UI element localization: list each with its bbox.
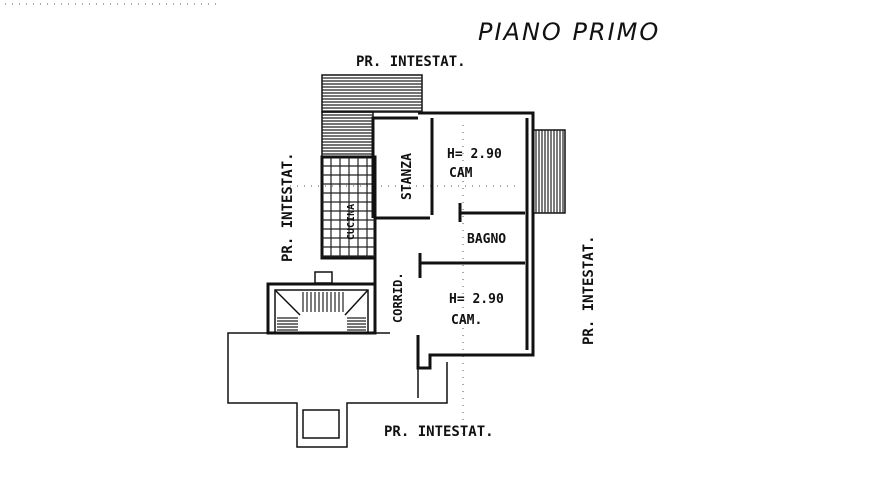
boundary-label-left: PR. INTESTAT.	[280, 152, 296, 262]
boundary-label-top: PR. INTESTAT.	[356, 54, 466, 70]
room-label-stanza: STANZA	[400, 153, 415, 200]
top-stair	[321, 74, 423, 113]
room-label-bagno: BAGNO	[467, 232, 506, 247]
cucina-grid	[320, 155, 377, 260]
plan-title: PIANO PRIMO	[478, 18, 660, 46]
terrace	[227, 332, 448, 448]
bottom-stair	[266, 282, 377, 335]
room-label-cucina: CUCINA	[346, 204, 357, 240]
room-label-cam-top: CAM	[449, 166, 473, 181]
room-label-cam-top-height: H= 2.90	[447, 147, 502, 162]
right-balcony	[532, 129, 566, 214]
stair-connector	[314, 271, 333, 284]
room-label-cam-bottom: CAM.	[451, 313, 482, 328]
boundary-label-bottom: PR. INTESTAT.	[384, 424, 494, 440]
boundary-label-right: PR. INTESTAT.	[581, 235, 597, 345]
room-label-cam-bottom-height: H= 2.90	[449, 292, 504, 307]
room-label-corridoio: CORRID.	[391, 272, 405, 323]
cucina-stair	[321, 111, 374, 158]
